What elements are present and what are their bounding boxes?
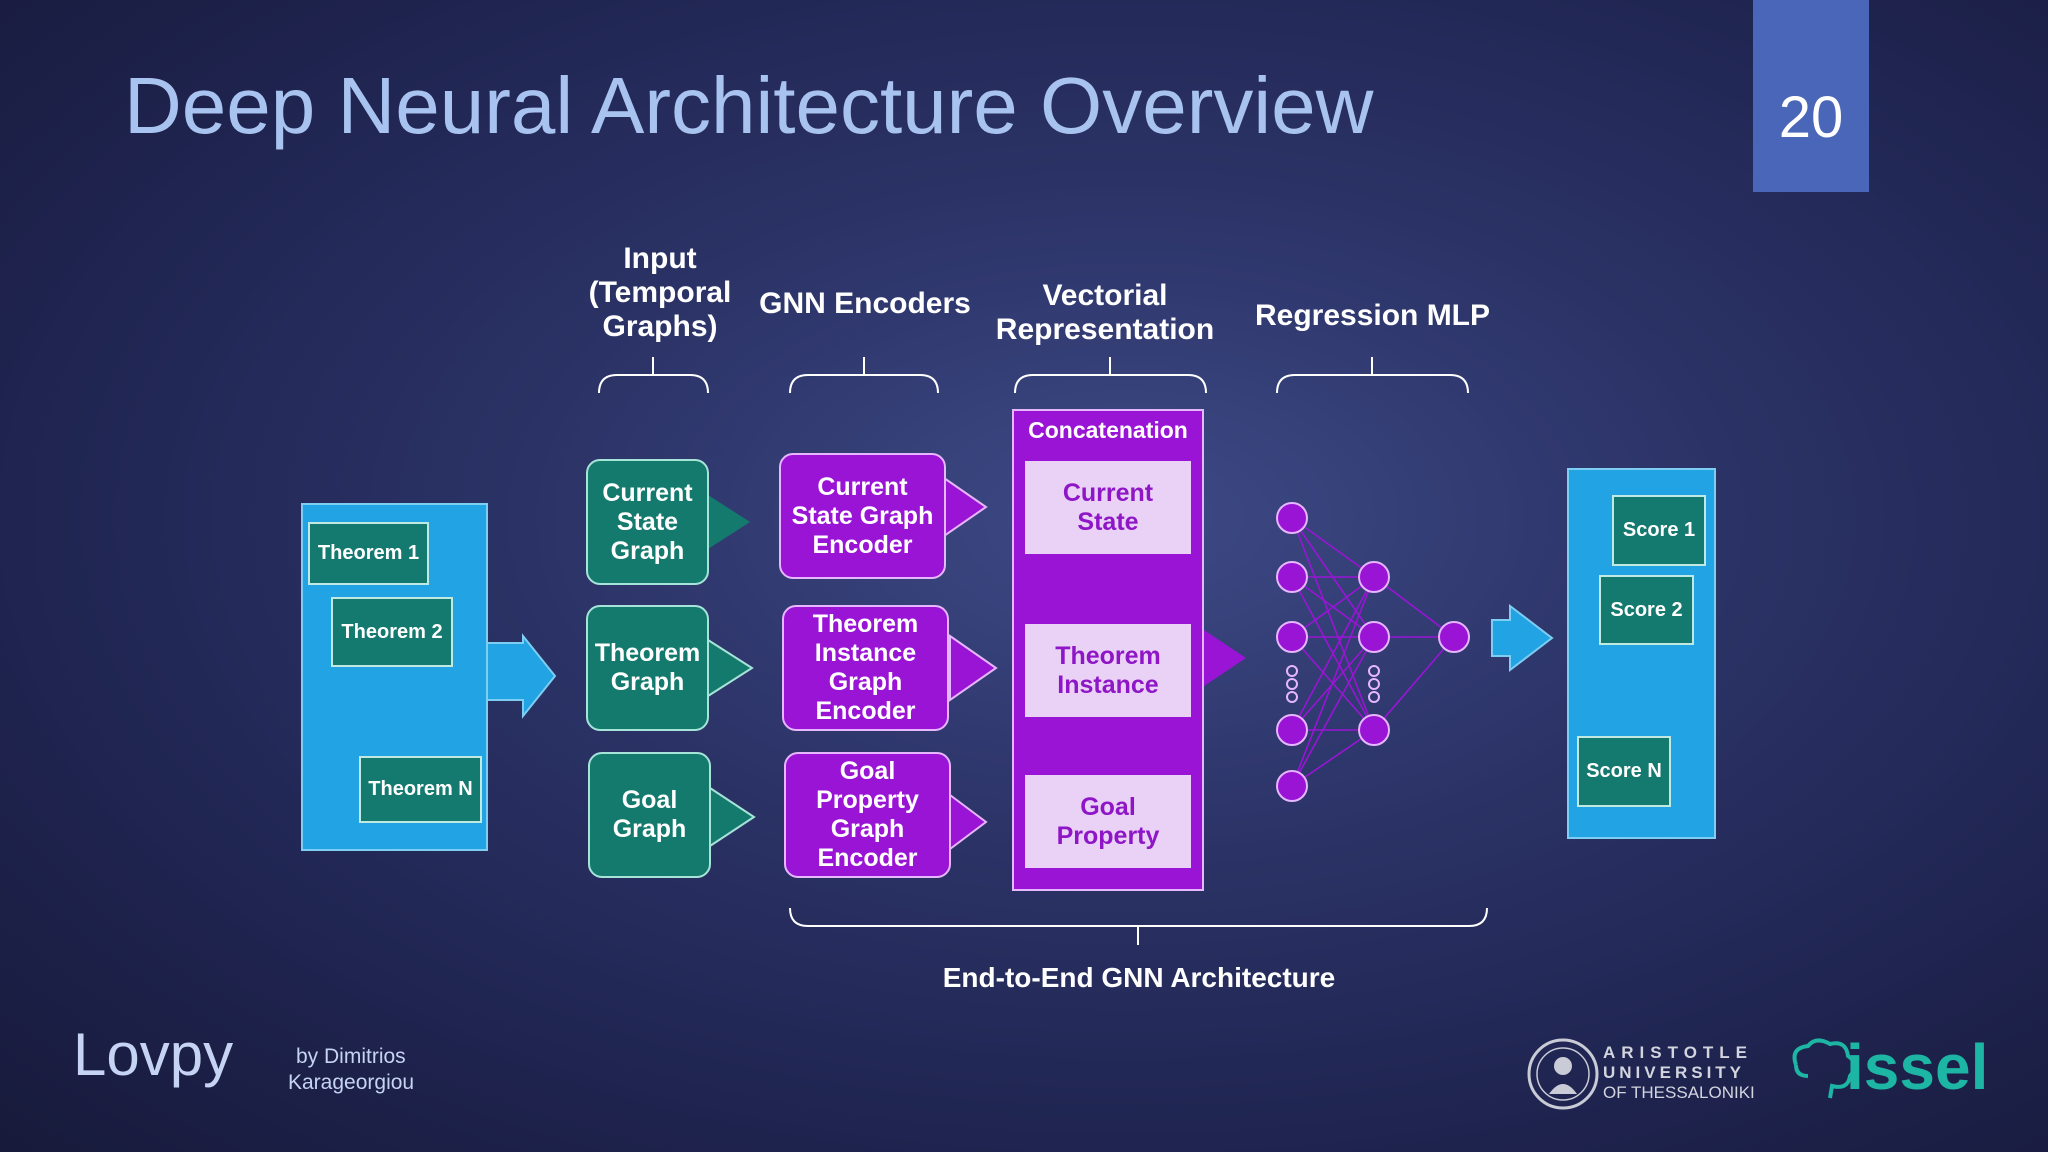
header-input: Input (Temporal Graphs) (580, 242, 740, 344)
mlp-node (1358, 621, 1390, 653)
box-line: State (616, 507, 679, 536)
box-line: Graph (830, 815, 905, 843)
theorem-2-box: Theorem 2 (331, 597, 453, 667)
card-line: Property (1056, 821, 1160, 850)
mlp-nodes (1276, 502, 1470, 802)
issel-logo-text: issel (1846, 1031, 1989, 1103)
header-vectorial-line: Representation (995, 313, 1215, 346)
box-line: Theorem (812, 610, 919, 638)
end-to-end-label: End-to-End GNN Architecture (942, 962, 1336, 993)
box-line: Encoder (815, 697, 916, 725)
box-line: Theorem (594, 639, 701, 667)
auth-logo-text: ARISTOTLE UNIVERSITY OF THESSALONIKI (1603, 1043, 1755, 1103)
brace-gnn (789, 357, 939, 394)
arrow-theorems-to-inputs (483, 633, 557, 719)
card-line: Goal (1080, 792, 1136, 821)
mlp-node (1276, 502, 1308, 534)
slide-title: Deep Neural Architecture Overview (124, 61, 1374, 150)
mlp-node (1276, 561, 1308, 593)
box-line: Encoder (817, 844, 918, 872)
goal-property-encoder-box: Goal Property Graph Encoder (784, 752, 951, 878)
theorem-instance-encoder-box: Theorem Instance Graph Encoder (782, 605, 949, 731)
card-line: Current (1062, 478, 1154, 507)
auth-line: OF THESSALONIKI (1603, 1083, 1755, 1102)
mlp-node (1438, 621, 1470, 653)
arrow-mlp-to-scores (1491, 603, 1554, 673)
concat-goal-property: Goal Property (1025, 775, 1191, 868)
header-gnn-encoders: GNN Encoders (759, 287, 971, 320)
triangle-concat (1204, 630, 1246, 686)
card-line: State (1077, 507, 1139, 536)
header-input-line: (Temporal (588, 276, 732, 309)
concatenation-title: Concatenation (1028, 417, 1188, 443)
triangle-current-state (708, 495, 750, 549)
box-line: Graph (610, 536, 685, 565)
mlp-node (1358, 561, 1390, 593)
box-line: Encoder (812, 530, 913, 559)
box-line: Instance (814, 639, 917, 667)
auth-line: ARISTOTLE (1603, 1043, 1754, 1062)
concat-theorem-instance: Theorem Instance (1025, 624, 1191, 717)
header-vectorial: Vectorial Representation (985, 279, 1225, 347)
triangle-theorem (707, 638, 754, 698)
concat-current-state: Current State (1025, 461, 1191, 554)
auth-seal-icon (1527, 1038, 1599, 1110)
header-vectorial-line: Vectorial (1042, 279, 1168, 312)
slide-number: 20 (1778, 85, 1844, 150)
box-line: Graph (828, 668, 903, 696)
issel-brain-icon (1792, 1038, 1857, 1099)
box-line: Goal (621, 786, 678, 814)
card-line: Instance (1057, 670, 1159, 699)
score-2-box: Score 2 (1599, 575, 1694, 645)
triangle-goal (709, 786, 756, 848)
mlp-node (1276, 621, 1308, 653)
mlp-connections (1291, 517, 1455, 787)
header-input-line: Input (623, 242, 697, 275)
brace-input (598, 357, 709, 394)
author-credit: by Dimitrios Karageorgiou (288, 1044, 414, 1096)
card-line: Theorem (1055, 641, 1161, 670)
header-regression-mlp: Regression MLP (1254, 299, 1491, 332)
triangle-theorem-encoder (949, 634, 998, 702)
mlp-node (1358, 714, 1390, 746)
theorem-n-box: Theorem N (359, 756, 482, 823)
brace-end-to-end (789, 907, 1488, 945)
brace-mlp (1276, 357, 1469, 394)
current-state-encoder-box: Current State Graph Encoder (779, 453, 946, 579)
triangle-current-encoder (943, 476, 988, 538)
goal-graph-box: Goal Graph (588, 752, 711, 878)
triangle-goal-encoder (949, 793, 988, 851)
brace-vectorial (1014, 357, 1207, 394)
brand-name: Lovpy (73, 1021, 234, 1088)
box-line: Property (816, 786, 919, 814)
box-line: Current (817, 472, 908, 501)
score-1-box: Score 1 (1612, 495, 1706, 566)
box-line: Goal (839, 757, 896, 785)
header-input-line: Graphs) (602, 310, 718, 343)
mlp-ellipsis (1286, 665, 1380, 703)
slide-number-box (1753, 0, 1869, 192)
box-line: Graph (612, 815, 687, 843)
box-line: State Graph (791, 501, 934, 530)
author-line: Karageorgiou (288, 1071, 415, 1094)
mlp-node (1276, 770, 1308, 802)
author-line: by Dimitrios (296, 1045, 406, 1068)
auth-line: UNIVERSITY (1603, 1063, 1746, 1082)
score-n-box: Score N (1577, 736, 1671, 807)
current-state-graph-box: Current State Graph (586, 459, 709, 585)
theorem-graph-box: Theorem Graph (586, 605, 709, 731)
theorem-1-box: Theorem 1 (308, 522, 429, 585)
box-line: Current (602, 478, 693, 507)
box-line: Graph (610, 668, 685, 696)
brace-group (598, 357, 1488, 945)
mlp-node (1276, 714, 1308, 746)
